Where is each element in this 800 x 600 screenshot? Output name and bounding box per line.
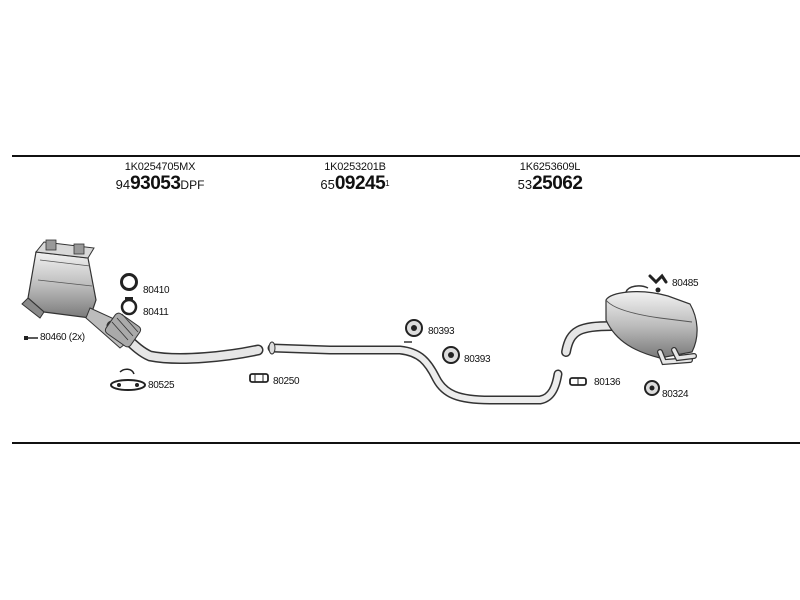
part-label-80411: 80411 (143, 307, 169, 318)
flange-gasket-icon (110, 368, 146, 391)
header-column-rear: 1K6253609L 5325062 (450, 160, 650, 195)
article-number: 5325062 (517, 173, 583, 194)
rubber-mount-icon (644, 380, 660, 396)
part-label-80485: 80485 (672, 278, 699, 289)
part-label-80393-upper: 80393 (428, 326, 455, 337)
rubber-mount-icon (405, 319, 423, 337)
hanger-bracket-icon (648, 273, 668, 293)
part-label-80136: 80136 (594, 377, 621, 388)
clamp-ring-icon (120, 297, 138, 316)
bottom-divider-line (12, 442, 800, 444)
header-column-middle: 1K0253201B 65092451 (255, 160, 455, 195)
rubber-mount-icon (442, 346, 460, 364)
part-label-80410: 80410 (143, 285, 170, 296)
part-label-80525: 80525 (148, 380, 175, 391)
pipe-clamp-icon (249, 373, 269, 383)
rear-silencer-icon (561, 285, 698, 366)
part-label-80324: 80324 (662, 389, 689, 400)
part-label-80460: 80460 (2x) (40, 332, 85, 343)
gasket-ring-icon (120, 273, 138, 291)
oem-part-number: 1K6253609L (519, 161, 581, 173)
header-column-front: 1K0254705MX 9493053DPF (60, 160, 260, 195)
oem-part-number: 1K0253201B (324, 161, 386, 173)
part-label-80393-lower: 80393 (464, 354, 491, 365)
middle-pipe-icon (267, 341, 563, 405)
pipe-clamp-icon (569, 377, 587, 386)
part-label-80250: 80250 (273, 376, 300, 387)
oem-part-number: 1K0254705MX (124, 161, 196, 173)
article-number: 65092451 (320, 173, 390, 194)
bolt-icon (24, 336, 38, 340)
flex-pipe-icon (104, 312, 142, 348)
article-number: 9493053DPF (115, 173, 205, 194)
top-divider-line (12, 155, 800, 157)
front-pipe-icon (104, 312, 264, 364)
